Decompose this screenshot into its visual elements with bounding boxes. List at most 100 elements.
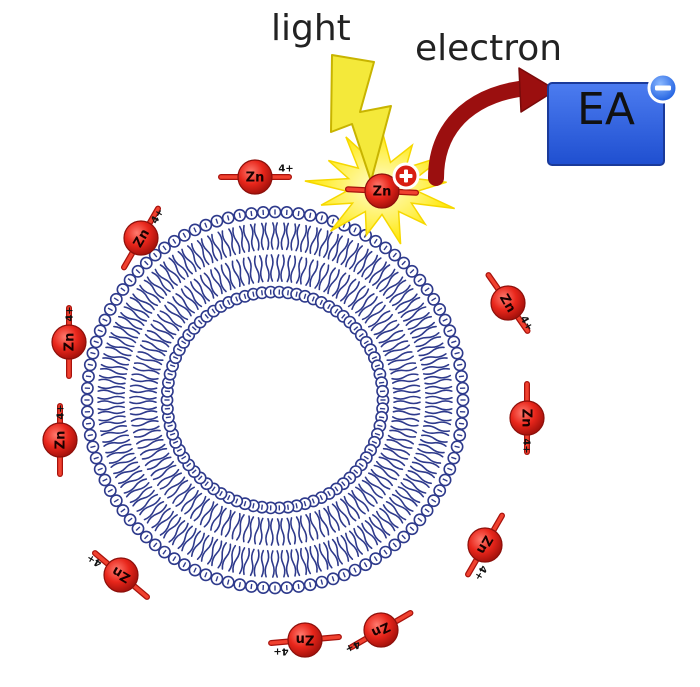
outer-lipid xyxy=(376,507,411,544)
outer-lipid xyxy=(109,478,150,508)
outer-lipid xyxy=(131,501,168,536)
outer-lipid xyxy=(361,520,392,559)
outer-lipid xyxy=(417,335,461,357)
outer-lipid xyxy=(233,208,251,253)
outer-lipid xyxy=(244,548,260,593)
inner-lipid xyxy=(364,329,406,357)
outer-lipid xyxy=(268,205,282,250)
inner-lipid xyxy=(272,501,286,546)
outer-lipid xyxy=(413,452,457,476)
outer-lipid xyxy=(123,273,161,307)
electron-acceptor-box xyxy=(547,82,665,166)
outer-lipid xyxy=(89,443,133,465)
outer-lipid xyxy=(177,228,205,270)
inner-lipid xyxy=(354,458,393,490)
outer-lipid xyxy=(167,525,197,566)
outer-lipid xyxy=(233,547,251,592)
outer-lipid xyxy=(158,241,189,280)
porphyrin-molecule: Zn4+ xyxy=(85,550,150,600)
charge-label: 4+ xyxy=(521,438,532,453)
outer-lipid xyxy=(139,256,174,293)
lipid-bilayer xyxy=(80,205,470,595)
outer-lipid xyxy=(409,461,452,487)
outer-lipid xyxy=(290,207,305,252)
outer-lipid xyxy=(405,302,447,330)
outer-lipid xyxy=(353,234,383,275)
charge-label: 4+ xyxy=(85,552,104,569)
porphyrin-molecule: Zn4+ xyxy=(343,610,414,654)
outer-lipid xyxy=(382,264,419,299)
inner-lipid xyxy=(272,254,286,299)
outer-lipid xyxy=(244,207,260,252)
outer-lipid xyxy=(93,324,137,348)
inner-lipid xyxy=(144,329,186,357)
outer-lipid xyxy=(116,283,155,314)
inner-lipid xyxy=(322,487,351,528)
inner-lipid xyxy=(129,402,174,416)
outer-lipid xyxy=(158,520,189,559)
electron-acceptor-label: EA xyxy=(577,84,635,135)
outer-lipid xyxy=(98,461,141,487)
outer-lipid xyxy=(148,514,182,552)
outer-lipid xyxy=(336,534,362,577)
outer-lipid xyxy=(419,346,464,366)
outer-lipid xyxy=(221,544,241,589)
zinc-symbol: Zn xyxy=(63,333,78,352)
inner-lipid xyxy=(306,262,330,306)
outer-lipid xyxy=(210,214,232,258)
outer-lipid xyxy=(177,530,205,572)
inner-lipid xyxy=(129,393,174,407)
outer-lipid xyxy=(345,530,372,572)
porphyrin-molecule-excited: Zn xyxy=(345,173,419,209)
inner-lipid xyxy=(336,285,370,323)
outer-lipid xyxy=(83,358,128,376)
outer-lipid xyxy=(376,256,411,293)
lightning-bolt-icon xyxy=(330,54,392,182)
outer-lipid xyxy=(422,424,467,442)
charge-label: 4+ xyxy=(273,646,288,657)
outer-lipid xyxy=(327,538,351,582)
outer-lipid xyxy=(268,550,282,595)
outer-lipid xyxy=(409,313,452,339)
outer-lipid xyxy=(199,538,223,582)
porphyrin-molecule: Zn4+ xyxy=(51,305,87,379)
porphyrin-molecule: Zn 4+ xyxy=(268,622,342,658)
outer-lipid xyxy=(318,542,340,586)
outer-lipid xyxy=(199,218,223,262)
outer-lipid xyxy=(400,292,441,322)
charge-label: 4+ xyxy=(343,638,362,654)
outer-lipid xyxy=(80,393,125,407)
outer-lipid xyxy=(336,223,362,266)
plus-circle-icon xyxy=(392,162,420,190)
outer-lipid xyxy=(389,493,427,527)
zinc-symbol: Zn xyxy=(296,632,315,647)
outer-lipid xyxy=(368,248,402,286)
outer-lipid xyxy=(309,211,329,256)
outer-lipid xyxy=(361,241,392,280)
outer-lipid xyxy=(280,205,294,251)
inner-lipid xyxy=(349,301,386,335)
outer-lipid xyxy=(309,544,329,589)
charge-label: 4+ xyxy=(278,164,293,175)
outer-lipid xyxy=(424,381,469,395)
outer-lipid xyxy=(221,211,241,256)
outer-lipid xyxy=(405,470,447,497)
inner-lipid xyxy=(314,267,340,309)
outer-lipid xyxy=(89,335,133,357)
outer-lipid xyxy=(389,273,427,307)
outer-lipid xyxy=(210,542,232,586)
minus-circle-icon xyxy=(647,72,679,104)
inner-lipid xyxy=(199,272,228,313)
charge-label: 4+ xyxy=(56,404,67,419)
outer-lipid xyxy=(382,501,419,536)
outer-lipid xyxy=(368,514,402,552)
outer-lipid xyxy=(400,478,441,508)
outer-lipid xyxy=(148,248,182,286)
outer-lipid xyxy=(188,223,214,266)
outer-lipid xyxy=(123,493,161,527)
outer-lipid xyxy=(139,507,174,544)
outer-lipid xyxy=(131,264,168,299)
outer-lipid xyxy=(413,324,457,348)
